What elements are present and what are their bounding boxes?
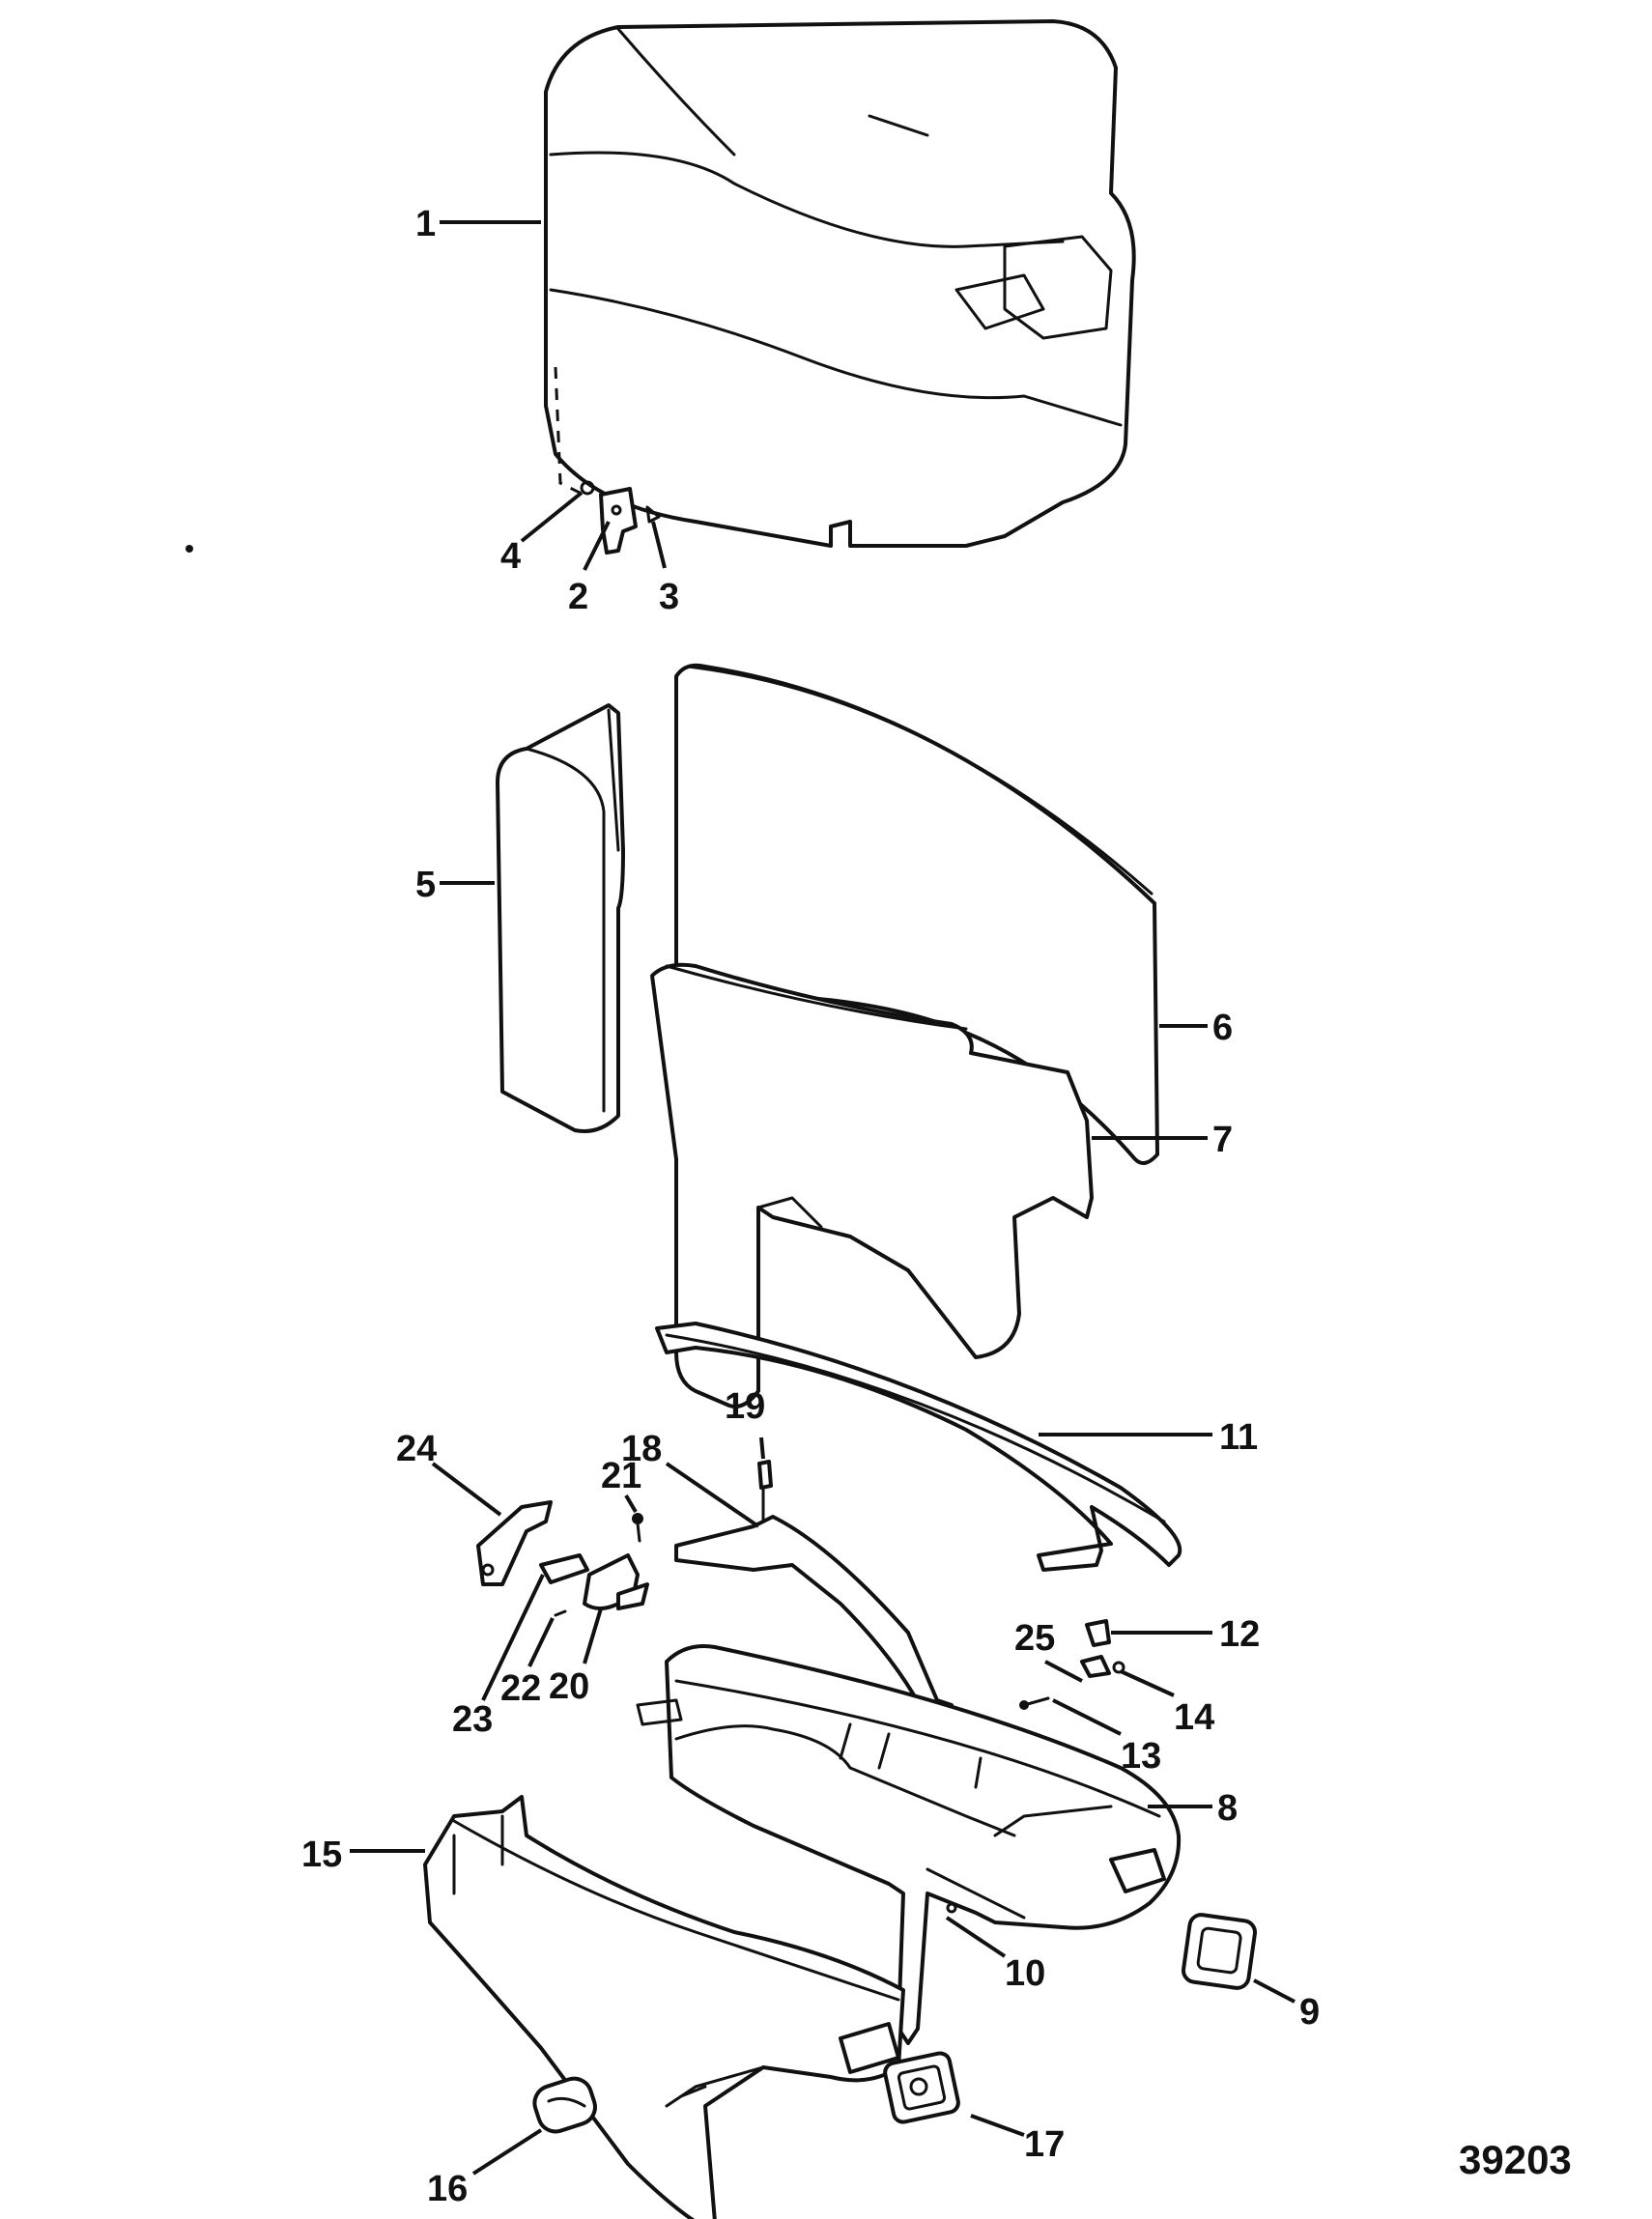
- stray-mark: [185, 545, 193, 553]
- top-cowl: [544, 19, 1136, 548]
- callout-22: 22: [500, 1668, 541, 1709]
- front-liner: [650, 962, 1094, 1408]
- callout-12: 12: [1219, 1614, 1260, 1655]
- callout-5: 5: [415, 865, 436, 905]
- callout-11: 11: [1219, 1417, 1258, 1458]
- callout-labels: 1 2 3 4 5 6 7 8 9 10 11 12 13 14 15 16 1…: [301, 204, 1320, 2209]
- callout-9: 9: [1299, 1992, 1320, 2033]
- callout-23: 23: [452, 1699, 493, 1740]
- callout-6: 6: [1212, 1008, 1233, 1048]
- callout-15: 15: [301, 1835, 342, 1875]
- grommet-right: [1182, 1913, 1257, 1990]
- cowl-seal-rail: [655, 1322, 1182, 1572]
- callout-21: 21: [601, 1456, 641, 1496]
- callout-16: 16: [427, 2169, 468, 2209]
- grommet-front: [883, 2051, 960, 2124]
- callout-25: 25: [1014, 1618, 1055, 1659]
- callout-13: 13: [1121, 1736, 1161, 1777]
- right-hardware: [1019, 1619, 1125, 1710]
- callout-24: 24: [396, 1429, 437, 1469]
- figure-number: 39203: [1459, 2137, 1572, 2182]
- callout-10: 10: [1005, 1953, 1045, 1994]
- callout-17: 17: [1024, 2124, 1065, 2165]
- callout-1: 1: [415, 204, 436, 244]
- callout-2: 2: [568, 577, 588, 617]
- rear-liner: [674, 663, 1159, 1165]
- callout-19: 19: [725, 1386, 765, 1427]
- side-liner: [496, 703, 625, 1133]
- plug: [532, 2076, 597, 2134]
- callout-8: 8: [1217, 1788, 1238, 1829]
- bottom-cowl-front: [423, 1795, 905, 2219]
- callout-14: 14: [1174, 1697, 1214, 1738]
- callout-20: 20: [549, 1666, 589, 1707]
- callout-4: 4: [500, 536, 521, 577]
- callout-3: 3: [659, 577, 679, 617]
- latch-assembly: [476, 1500, 649, 1617]
- bottom-cowl-rear: [636, 1644, 1182, 2045]
- callout-7: 7: [1212, 1120, 1233, 1160]
- callout-18: 18: [621, 1429, 662, 1469]
- leader-lines: [350, 220, 1296, 2176]
